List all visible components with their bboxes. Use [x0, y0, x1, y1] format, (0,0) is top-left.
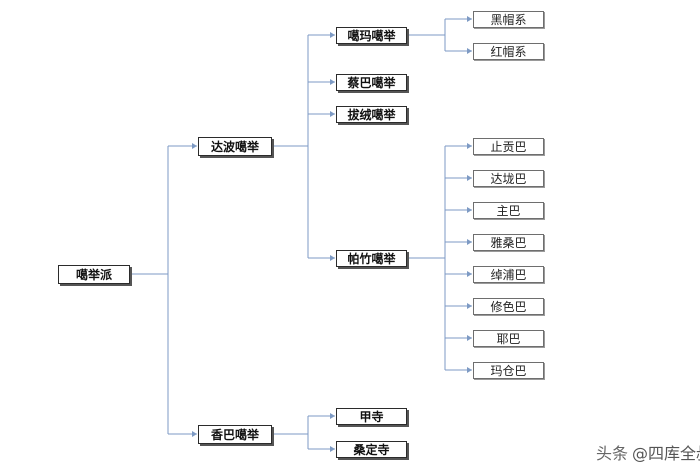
connector-arrow: [192, 143, 197, 149]
connector-arrow: [330, 446, 335, 452]
node-tropu: 绰浦巴: [473, 266, 544, 283]
node-sangding-temple: 桑定寺: [336, 441, 407, 458]
connector-arrow: [467, 335, 472, 341]
connector-arrow: [467, 239, 472, 245]
connector-arrow: [467, 143, 472, 149]
connector-arrow: [467, 207, 472, 213]
connector-arrow: [330, 111, 335, 117]
node-shugse: 修色巴: [473, 298, 544, 315]
connector-arrow: [467, 16, 472, 22]
node-martsang: 玛仓巴: [473, 362, 544, 379]
watermark-author: @四库全叔: [632, 444, 700, 463]
connector-arrow: [330, 255, 335, 261]
node-yazang: 雅桑巴: [473, 234, 544, 251]
node-phagdru-kagyu: 帕竹噶举: [336, 250, 407, 267]
node-drigung: 止贡巴: [473, 138, 544, 155]
connector-arrow: [467, 303, 472, 309]
connector-lines: [130, 16, 472, 452]
node-karma-kagyu: 噶玛噶举: [336, 27, 407, 44]
connector-arrow: [467, 48, 472, 54]
watermark-source: 头条: [596, 444, 629, 463]
node-dabo-kagyu: 达波噶举: [198, 137, 272, 156]
node-baram-kagyu: 拔绒噶举: [336, 106, 407, 123]
node-shangpa-kagyu: 香巴噶举: [198, 425, 272, 444]
node-tsalpa-kagyu: 蔡巴噶举: [336, 74, 407, 91]
connector-arrow: [192, 431, 197, 437]
connector-arrow: [330, 413, 335, 419]
node-red-hat: 红帽系: [473, 43, 544, 60]
node-drukpa: 主巴: [473, 202, 544, 219]
watermark: 头条@四库全叔: [596, 440, 700, 464]
node-taklung: 达垅巴: [473, 170, 544, 187]
node-yelpa: 耶巴: [473, 330, 544, 347]
connector-arrow: [467, 367, 472, 373]
connector-arrow: [330, 79, 335, 85]
node-black-hat: 黑帽系: [473, 11, 544, 28]
node-jia-temple: 甲寺: [336, 408, 407, 425]
connector-arrow: [330, 32, 335, 38]
node-root: 噶举派: [58, 265, 130, 284]
connector-arrow: [467, 271, 472, 277]
connector-arrow: [467, 175, 472, 181]
